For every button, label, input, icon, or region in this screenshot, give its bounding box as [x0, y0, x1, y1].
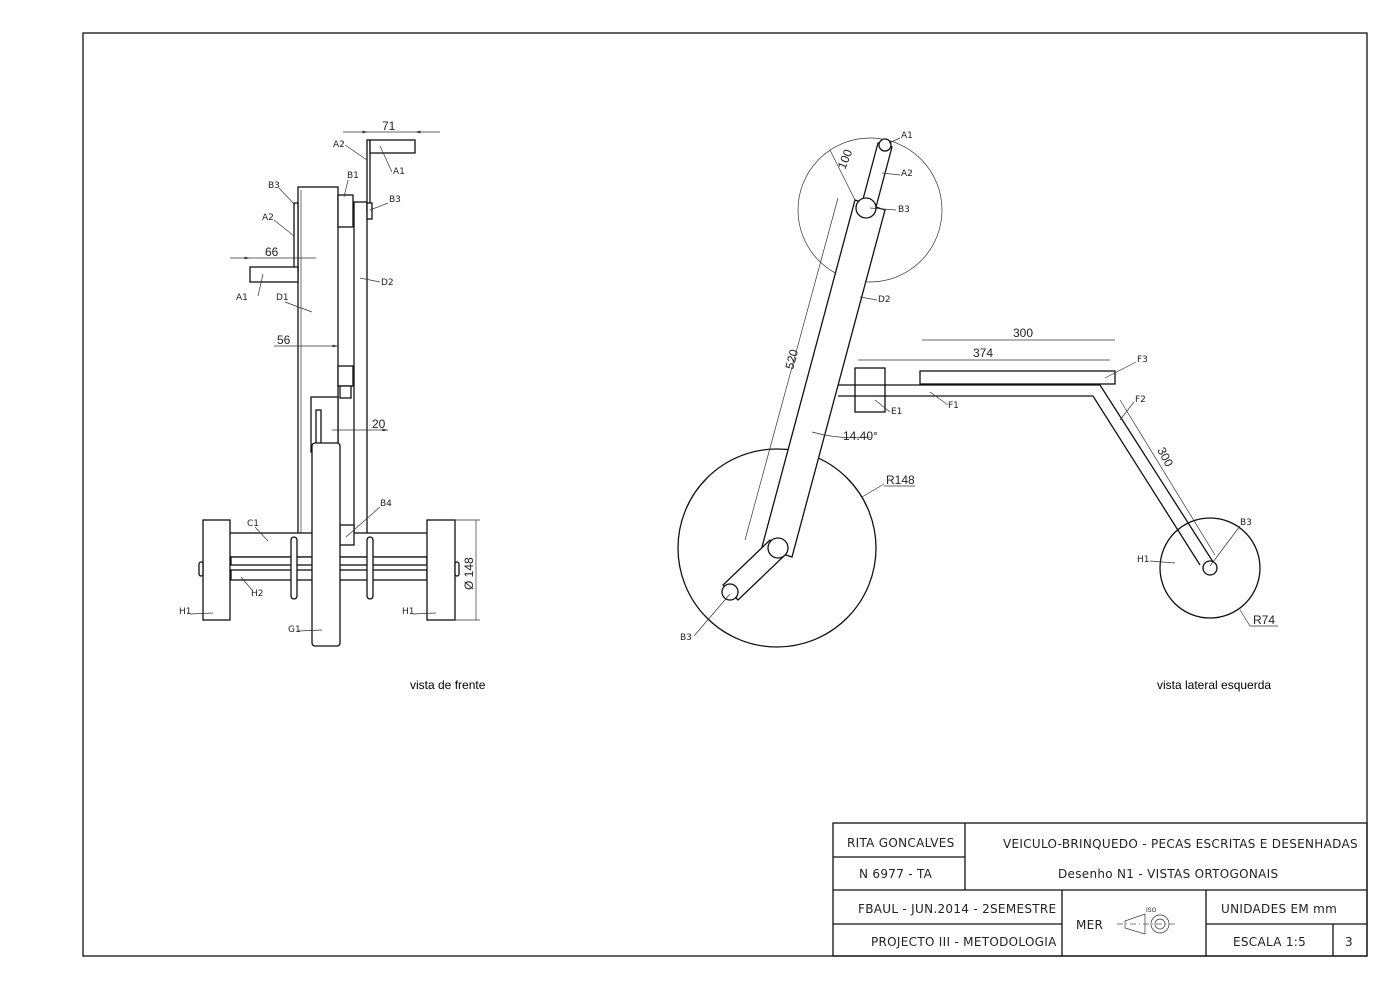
part-b4: [339, 524, 355, 546]
dim-520: 520: [782, 347, 801, 370]
front-wheel: [677, 448, 877, 648]
title-block: RITA GONCALVES N 6977 - TA VEICULO-BRINQ…: [832, 822, 1368, 957]
drawing-title: Desenho N1 - VISTAS ORTOGONAIS: [1058, 867, 1278, 881]
label-d1: D1: [276, 293, 289, 303]
dim-300-diagonal: 300: [1154, 445, 1176, 470]
dim-angle-14-40: 14.40°: [843, 429, 878, 443]
label-h1-left: H1: [179, 607, 192, 617]
label-f3: F3: [1137, 355, 1148, 365]
rear-wheel: [1159, 517, 1261, 619]
dim-374: 374: [973, 346, 993, 360]
part-d2: [353, 201, 368, 563]
label-a2-top: A2: [333, 140, 345, 150]
dim-148-diameter: Ø 148: [462, 557, 476, 590]
label-side-h1: H1: [1137, 555, 1150, 565]
label-b3-right: B3: [389, 195, 401, 205]
scale: ESCALA 1:5: [1233, 935, 1306, 949]
part-f3-seat: [919, 370, 1116, 385]
part-g1-wheel: [311, 442, 341, 647]
part-h1-left-wheel: [202, 519, 231, 621]
label-h2: H2: [251, 589, 264, 599]
author-name: RITA GONCALVES: [847, 836, 955, 850]
part-e1: [854, 367, 886, 413]
label-a1-left: A1: [236, 293, 248, 303]
label-side-b3-top: B3: [898, 205, 910, 215]
label-side-a2: A2: [901, 169, 913, 179]
crank-circle: [797, 137, 943, 283]
part-h1-right-wheel: [426, 519, 456, 621]
label-b3-left: B3: [268, 181, 280, 191]
project-title: VEICULO-BRINQUEDO - PECAS ESCRITAS E DES…: [1003, 837, 1358, 851]
institution-date: FBAUL - JUN.2014 - 2SEMESTRE: [858, 902, 1056, 916]
label-b1: B1: [347, 171, 359, 181]
label-side-d2: D2: [878, 295, 891, 305]
label-h1-right: H1: [402, 607, 415, 617]
dim-100: 100: [835, 147, 856, 171]
label-d2: D2: [381, 278, 394, 288]
course-name: PROJECTO III - METODOLOGIA: [871, 935, 1057, 949]
units: UNIDADES EM mm: [1221, 902, 1337, 916]
label-a1-top: A1: [393, 167, 405, 177]
part-f1-f2-frame: [838, 395, 1201, 566]
caption-side-view: vista lateral esquerda: [1157, 678, 1271, 692]
label-e1: E1: [891, 407, 902, 417]
label-side-b3-bottom: B3: [680, 633, 692, 643]
student-number: N 6977 - TA: [859, 867, 933, 881]
dim-20: 20: [372, 417, 386, 431]
label-a2-left: A2: [262, 213, 274, 223]
label-f1: F1: [948, 401, 959, 411]
label-side-b3-wheel: B3: [1240, 518, 1252, 528]
dim-66: 66: [265, 245, 279, 259]
dim-300-seat: 300: [1013, 326, 1033, 340]
part-a1-left: [249, 266, 299, 283]
part-b1: [337, 194, 354, 228]
projection-method: MER: [1076, 918, 1103, 932]
label-c1: C1: [247, 519, 259, 529]
part-a1-top: [369, 139, 416, 154]
label-g1: G1: [288, 625, 301, 635]
iso-label: ISO: [1146, 907, 1157, 914]
dim-71: 71: [382, 119, 396, 133]
label-side-a1: A1: [901, 131, 913, 141]
dim-r74: R74: [1253, 613, 1275, 627]
caption-front-view: vista de frente: [410, 678, 486, 692]
label-b4: B4: [380, 499, 392, 509]
first-angle-projection-icon: [1117, 913, 1175, 935]
dim-56: 56: [277, 333, 291, 347]
label-f2: F2: [1135, 395, 1146, 405]
side-view: 100 520 300 374 300 14.40° R148 R74 A1 A…: [677, 131, 1278, 692]
front-view: 71 66 56 20 Ø 148 A2 A1 B1 B3 B3 A2 A1 D…: [179, 119, 486, 692]
sheet-border: [82, 32, 1368, 957]
dim-r148: R148: [886, 473, 915, 487]
part-a2-left: [293, 202, 299, 272]
sheet-number: 3: [1345, 935, 1353, 949]
